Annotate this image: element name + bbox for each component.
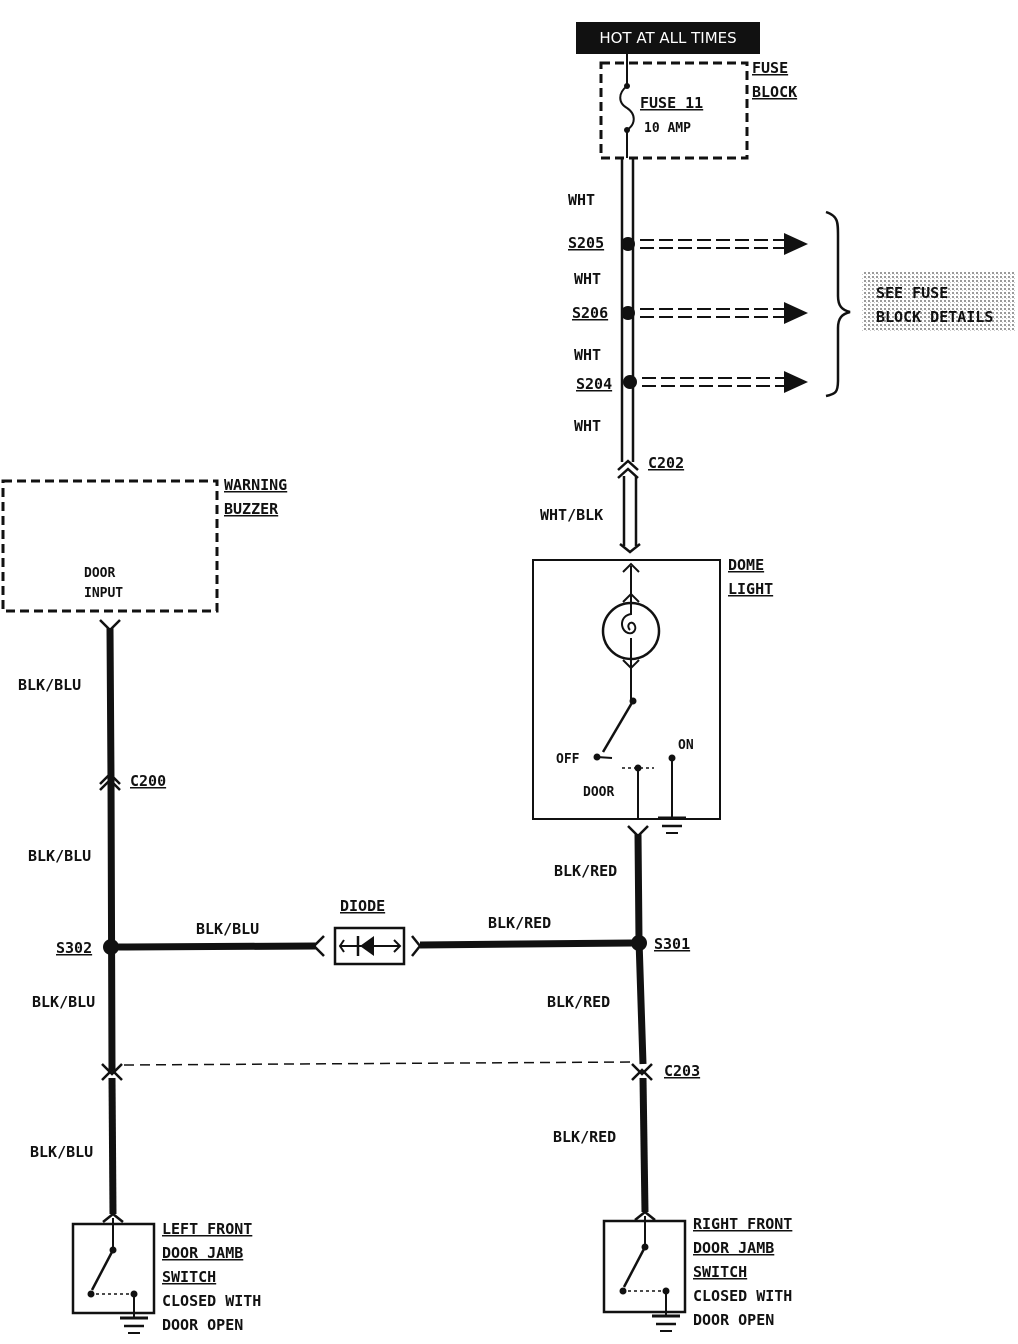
blk-blu-wire-upper [106,627,116,1071]
right-switch-labels: RIGHT FRONT DOOR JAMB SWITCH CLOSED WITH… [693,1215,792,1329]
wire-label-blk-blu-h: BLK/BLU [196,920,259,938]
fuse-rating: 10 AMP [644,121,691,136]
wire-label-wht-2: WHT [574,270,601,288]
wire-label-blk-red-1: BLK/RED [554,862,617,880]
svg-text:S301: S301 [654,935,690,953]
svg-text:DOOR: DOOR [583,785,614,800]
ground-icon [120,1316,148,1334]
svg-text:SWITCH: SWITCH [162,1268,216,1286]
svg-text:C202: C202 [648,454,684,472]
connector-c203: C203 [631,1062,700,1081]
connector-left-lower [101,1063,123,1081]
svg-text:BLOCK DETAILS: BLOCK DETAILS [876,308,993,326]
left-front-door-jamb-switch [71,1212,156,1318]
diode: DIODE [333,897,406,966]
hot-at-all-times-banner: HOT AT ALL TIMES [576,22,760,54]
svg-text:C200: C200 [130,772,166,790]
fuse-symbol [619,85,635,131]
dome-input-terminal [619,543,641,554]
blk-red-wire-lower [639,1077,649,1213]
splice-s205: S205 [568,234,635,252]
svg-text:S204: S204 [576,375,612,393]
connector-c200: C200 [99,772,166,791]
left-switch-labels: LEFT FRONT DOOR JAMB SWITCH CLOSED WITH … [162,1220,261,1334]
blk-red-horizontal-wire [419,939,633,949]
ground-icon [658,812,686,834]
fuse-block-title-2: BLOCK [752,83,797,101]
svg-text:SEE FUSE: SEE FUSE [876,284,948,302]
blk-blu-horizontal-wire [117,942,317,951]
wire-label-blk-blu-2: BLK/BLU [28,847,91,865]
svg-text:CLOSED WITH: CLOSED WITH [693,1287,792,1305]
svg-text:BUZZER: BUZZER [224,500,279,518]
splice-s204: S204 [576,375,637,393]
wire-label-blk-blu-4: BLK/BLU [30,1143,93,1161]
wire-label-blk-red-2: BLK/RED [547,993,610,1011]
svg-text:RIGHT FRONT: RIGHT FRONT [693,1215,792,1233]
see-fuse-block-details: SEE FUSE BLOCK DETAILS [862,272,1016,332]
svg-text:DOOR OPEN: DOOR OPEN [693,1311,774,1329]
wire-label-blk-blu-1: BLK/BLU [18,676,81,694]
svg-text:ON: ON [678,738,694,753]
svg-text:S206: S206 [572,304,608,322]
diode-icon [360,936,374,956]
arrow-s205 [640,233,808,255]
svg-text:WARNING: WARNING [224,476,287,494]
svg-text:LIGHT: LIGHT [728,580,773,598]
arrow-s204 [642,371,808,393]
svg-text:OFF: OFF [556,752,580,767]
wire-label-wht-blk: WHT/BLK [540,506,603,524]
svg-text:CLOSED WITH: CLOSED WITH [162,1292,261,1310]
right-front-door-jamb-switch [602,1210,687,1316]
blk-blu-wire-lower [108,1077,117,1215]
svg-text:S302: S302 [56,939,92,957]
svg-text:SWITCH: SWITCH [693,1263,747,1281]
fuse-block: FUSE 11 10 AMP FUSE BLOCK [599,54,797,160]
buzzer-terminal [99,619,121,632]
wire-label-wht-4: WHT [574,417,601,435]
svg-text:DOME: DOME [728,556,764,574]
svg-text:DIODE: DIODE [340,897,385,915]
left-switch-lever [90,1249,115,1291]
brace [825,210,851,398]
warning-buzzer: WARNING BUZZER DOOR INPUT [1,476,287,613]
fuse-block-title-1: FUSE [752,59,788,77]
svg-text:DOOR: DOOR [84,566,115,581]
connector-c202: C202 [617,454,684,479]
svg-text:HOT AT ALL TIMES: HOT AT ALL TIMES [599,29,736,47]
fuse-name: FUSE 11 [640,94,703,112]
wire-label-blk-red-h: BLK/RED [488,914,551,932]
wire-label-wht-3: WHT [574,346,601,364]
arrow-s206 [640,302,808,324]
svg-text:LEFT FRONT: LEFT FRONT [162,1220,252,1238]
svg-text:DOOR JAMB: DOOR JAMB [162,1244,243,1262]
splice-s206: S206 [572,304,635,322]
right-switch-lever [622,1246,647,1288]
svg-text:INPUT: INPUT [84,586,123,601]
svg-text:C203: C203 [664,1062,700,1080]
wire-label-wht-1: WHT [568,191,595,209]
dome-light: DOME LIGHT OFF ON DOOR [532,556,773,820]
ground-icon [652,1314,680,1332]
svg-text:S205: S205 [568,234,604,252]
wire-label-blk-blu-3: BLK/BLU [32,993,95,1011]
svg-text:DOOR OPEN: DOOR OPEN [162,1316,243,1334]
dome-switch-lever [601,700,635,753]
splice-s302: S302 [56,939,119,957]
wire-label-blk-red-3: BLK/RED [553,1128,616,1146]
svg-text:DOOR JAMB: DOOR JAMB [693,1239,774,1257]
dashed-case-line [123,1061,633,1066]
splice-s301: S301 [631,935,690,953]
